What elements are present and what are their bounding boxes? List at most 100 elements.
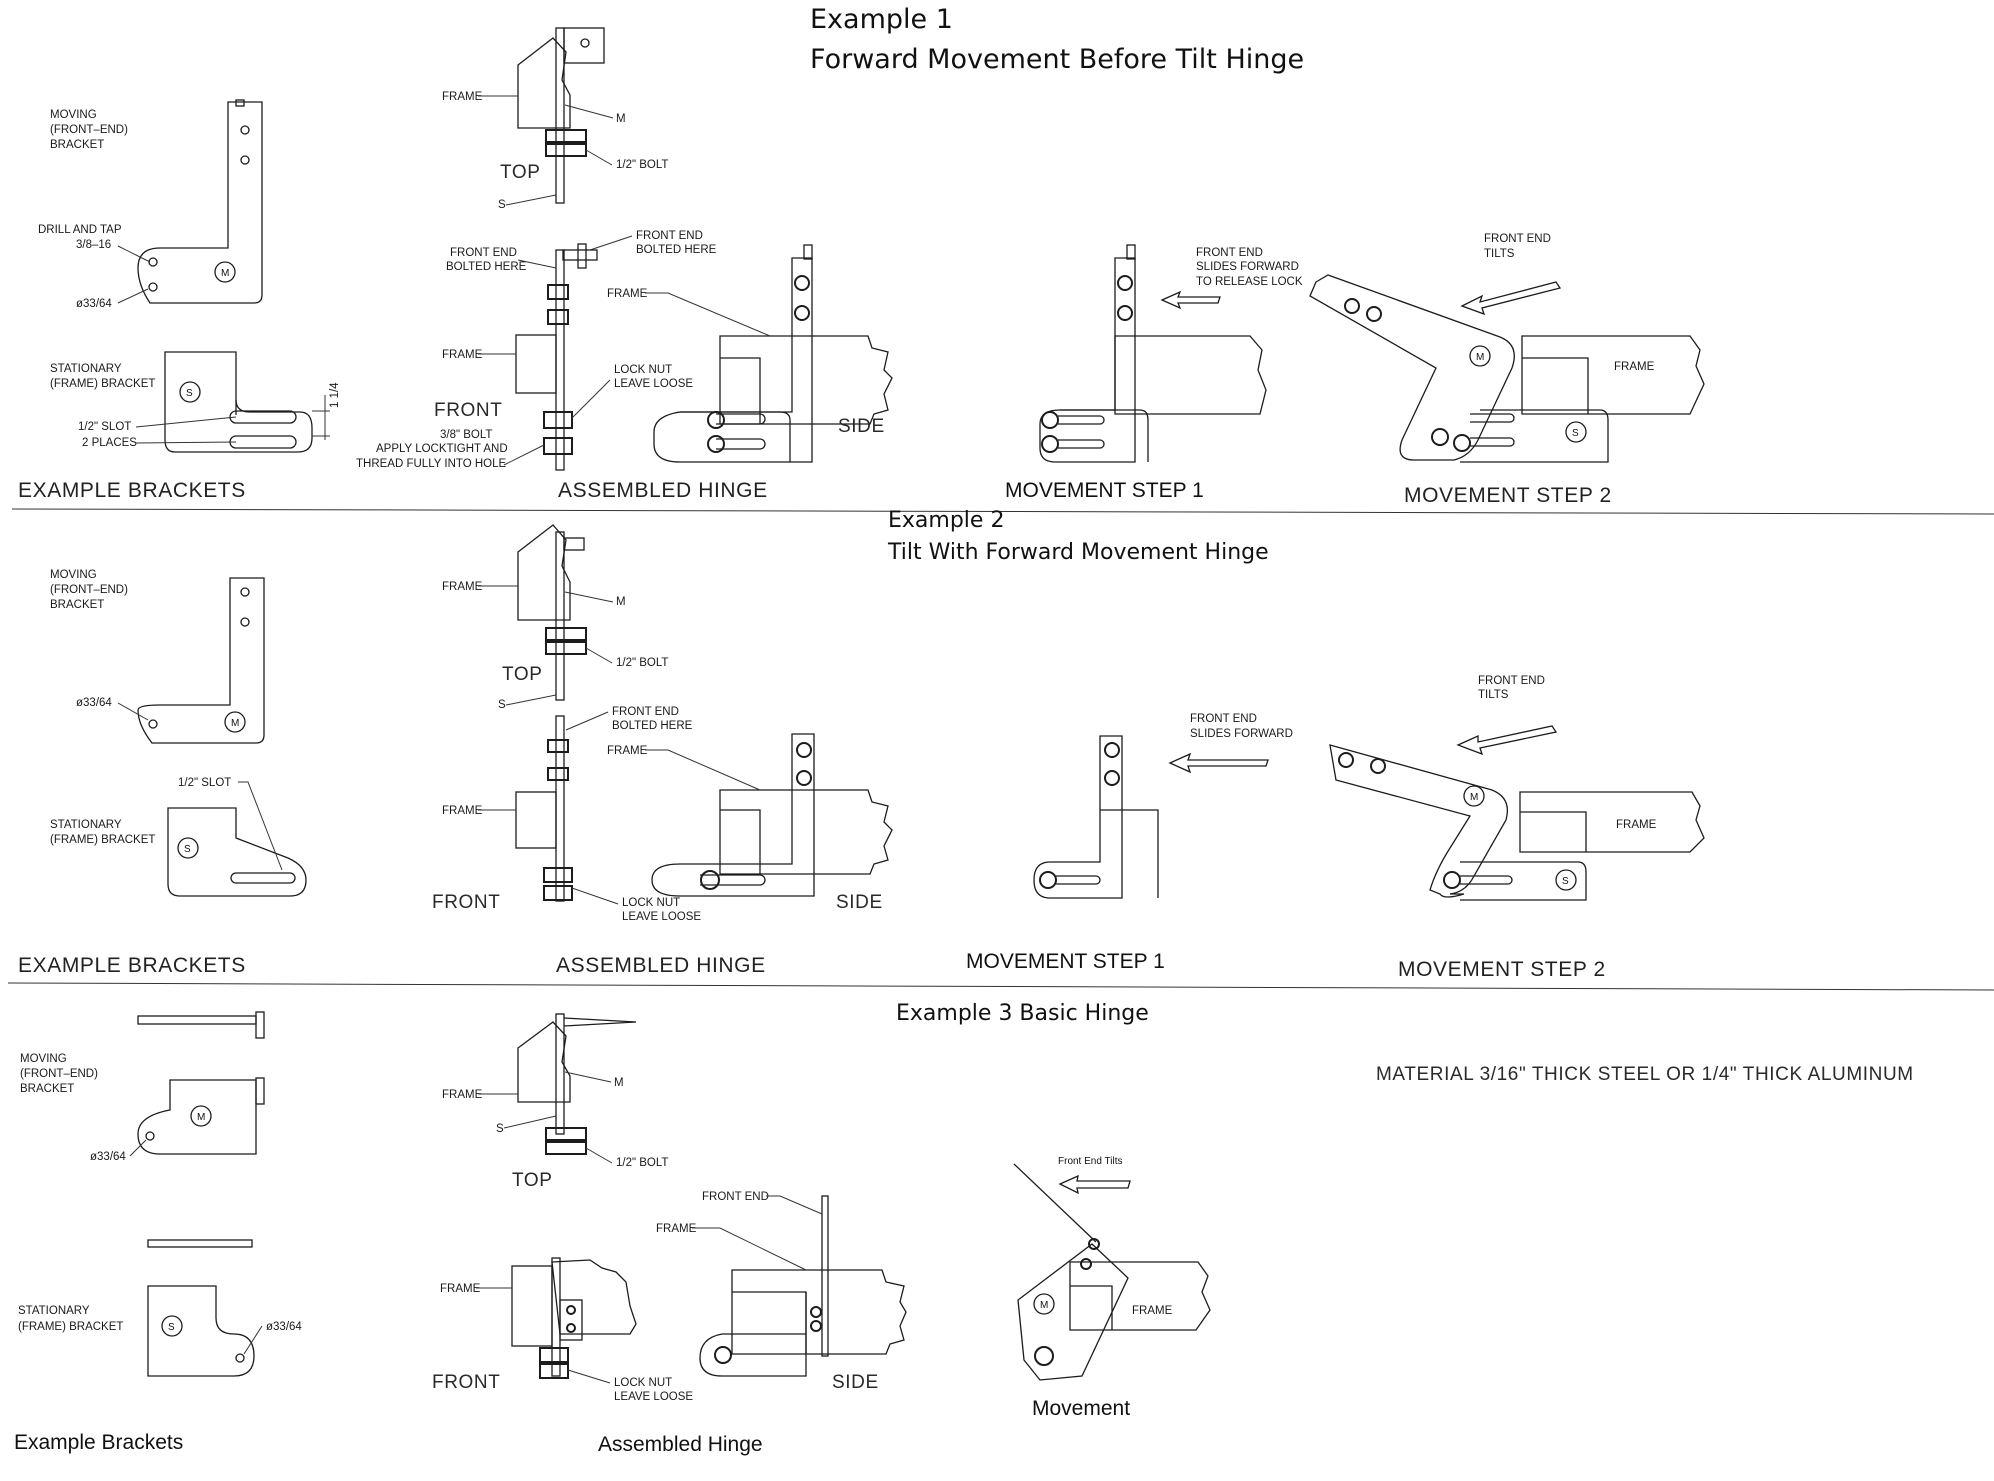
slot	[716, 413, 766, 425]
m-mark: M	[1470, 792, 1478, 803]
s-mark: S	[184, 844, 191, 855]
slot	[1058, 439, 1105, 449]
frame-side	[719, 789, 893, 875]
arrow-tilt	[1456, 725, 1558, 756]
hole	[240, 155, 250, 165]
label-bracket: BRACKET	[20, 1083, 74, 1095]
bolt-head	[1117, 305, 1133, 321]
example1-title: Example 1	[810, 4, 953, 35]
slot	[1470, 437, 1515, 447]
label-front-end: (FRONT–END)	[50, 584, 128, 596]
frame-side	[719, 335, 893, 425]
label-frame: FRAME	[1132, 1305, 1173, 1317]
label-bolt: 1/2" BOLT	[616, 657, 668, 669]
label-tilts: TILTS	[1484, 248, 1515, 260]
label-m: M	[616, 596, 626, 608]
frame-side	[1519, 791, 1705, 853]
frame-block	[515, 791, 557, 849]
label-front-end: FRONT END	[612, 706, 679, 718]
leader	[238, 781, 283, 871]
front-end-plate	[821, 1195, 829, 1357]
leader	[645, 292, 771, 337]
tilted-bracket	[1309, 274, 1515, 461]
bolt-head	[794, 305, 810, 321]
bolt-head	[714, 1346, 732, 1364]
s-marker	[179, 381, 201, 403]
example2-title: Example 2	[888, 508, 1004, 533]
stationary-edge	[680, 411, 791, 462]
bolt-stub	[803, 244, 813, 260]
hole	[145, 1131, 155, 1141]
bolt	[547, 284, 569, 300]
label-front-end: (FRONT–END)	[20, 1068, 98, 1080]
example1-step2-caption: MOVEMENT STEP 2	[1404, 484, 1612, 507]
label-slides-forward: SLIDES FORWARD	[1196, 261, 1299, 273]
frame-inner	[1520, 811, 1587, 852]
bolt-head	[1344, 298, 1360, 314]
frame-inner	[1522, 357, 1589, 414]
label-frame-bracket: (FRAME) BRACKET	[18, 1321, 123, 1333]
frame-front	[551, 1259, 637, 1335]
label-bracket: BRACKET	[50, 139, 104, 151]
bolt	[545, 627, 587, 641]
bolt-head	[700, 870, 720, 890]
example2-step1-caption: MOVEMENT STEP 1	[966, 950, 1165, 973]
s-marker	[177, 837, 199, 859]
bolt	[543, 867, 573, 883]
bolt-head	[580, 38, 590, 48]
tilted-bracket	[1329, 744, 1509, 898]
frame-side	[731, 1269, 907, 1355]
example1-brackets-caption: EXAMPLE BRACKETS	[18, 479, 246, 502]
example3-brackets: MOVING (FRONT–END) BRACKET M ø33/64 STAT…	[14, 1011, 302, 1454]
bolt-head	[707, 411, 725, 429]
divider-2	[7, 982, 1994, 991]
arrow-left	[1058, 1174, 1131, 1195]
bolt	[547, 767, 569, 781]
label-side: SIDE	[836, 892, 883, 913]
example1-step1-caption: MOVEMENT STEP 1	[1005, 479, 1204, 502]
m-mark: M	[1476, 352, 1484, 363]
label-s: S	[498, 199, 506, 211]
label-lock-nut: LOCK NUT	[614, 364, 672, 376]
bolt	[547, 739, 569, 753]
label-moving: MOVING	[50, 569, 97, 581]
s-mark: S	[168, 1322, 175, 1333]
bolt-head	[1088, 1238, 1100, 1250]
example1-brackets: MOVING (FRONT–END) BRACKET M DRILL AND T…	[18, 99, 341, 502]
arrow-left	[1160, 290, 1221, 310]
bolt-head	[1338, 752, 1354, 768]
label-lock-nut: LOCK NUT	[614, 1377, 672, 1389]
label-front-end: (FRONT–END)	[50, 124, 128, 136]
leader	[117, 245, 151, 263]
bolt	[577, 243, 587, 269]
label-dia: ø33/64	[266, 1321, 302, 1333]
bolt-head	[1041, 411, 1059, 429]
bolt	[547, 309, 569, 325]
leader	[135, 416, 237, 428]
bolt	[545, 129, 587, 143]
arrow-left	[1168, 752, 1269, 774]
bolt-head	[1117, 275, 1133, 291]
label-s: S	[496, 1123, 504, 1135]
frame-side	[1069, 1261, 1211, 1331]
stationary-bracket-shape	[147, 1285, 255, 1377]
bolt-head	[1104, 742, 1120, 758]
bracket-edge-view	[147, 1239, 253, 1248]
label-front-end: FRONT END	[636, 230, 703, 242]
bolt	[543, 437, 573, 455]
label-places: 2 PLACES	[82, 437, 137, 449]
frame-top	[517, 524, 571, 621]
frame-top	[517, 37, 571, 129]
label-slot: 1/2" SLOT	[78, 421, 131, 433]
s-marker	[1565, 421, 1587, 443]
bolt-head	[563, 537, 585, 551]
frame-inner	[732, 1291, 807, 1354]
leader	[503, 1115, 557, 1129]
bolt-head	[566, 1323, 576, 1333]
label-top: TOP	[502, 664, 543, 685]
m-mark: M	[1040, 1300, 1048, 1311]
example3-assembled-hinge: FRAME M S 1/2" BOLT TOP FRAME FRONT LOCK…	[432, 1013, 907, 1456]
bolt-head	[810, 1306, 822, 1318]
label-frame: FRAME	[1616, 819, 1657, 831]
frame-block	[515, 334, 557, 394]
